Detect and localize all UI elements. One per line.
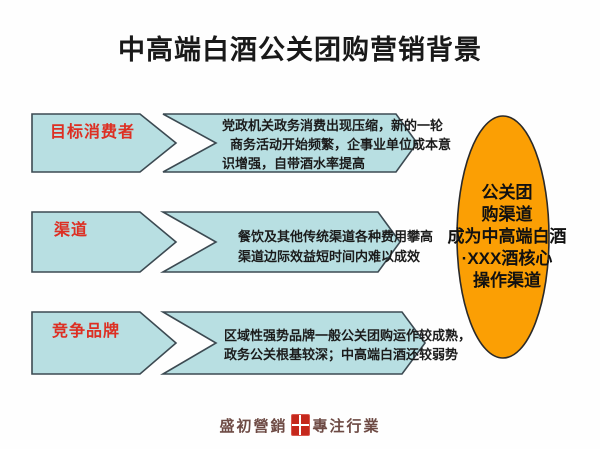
conclusion-line: ·XXX酒核心 [461, 249, 553, 268]
conclusion-line: 操作渠道 [473, 271, 541, 290]
row1-body-line: 商务活动开始频繁，企事业单位成本意 [230, 137, 452, 152]
conclusion-line: 成为中高端白酒 [447, 227, 567, 246]
row1-label: 目标消费者 [50, 124, 136, 141]
footer-brand-left: 盛初營銷 [219, 417, 288, 435]
row2-label-arrow-shape [31, 211, 178, 273]
row3-body-line: 区域性强势品牌一般公关团购运作较成熟， [224, 328, 472, 343]
conclusion-line: 购渠道 [481, 205, 533, 224]
footer-brand-right: 專注行業 [312, 417, 381, 435]
row1-body-arrow-shape [162, 113, 418, 173]
conclusion-text: 公关团 购渠道 成为中高端白酒 ·XXX酒核心 操作渠道 [407, 182, 600, 292]
row3-body-line: 政务公关根基较深；中高端白酒还较弱势 [224, 347, 459, 362]
conclusion-line: 公关团 [481, 183, 533, 202]
company-seal-icon [290, 414, 310, 436]
row3-body-arrow-shape [160, 311, 426, 375]
row3-body-text: 区域性强势品牌一般公关团购运作较成熟， 政务公关根基较深；中高端白酒还较弱势 [224, 326, 471, 364]
row1-body-text: 党政机关政务消费出现压缩，新的一轮 商务活动开始频繁，企事业单位成本意 识增强，… [222, 116, 451, 173]
row2-body-line: 渠道边际效益短时间内难以成效 [238, 249, 421, 264]
conclusion-ellipse-shape [456, 115, 550, 359]
row3-label-arrow-shape [31, 311, 178, 375]
row1-label-arrow-shape [31, 113, 178, 173]
row2-label: 渠道 [54, 222, 89, 239]
slide-title: 中高端白酒公关团购营销背景 [118, 35, 482, 65]
row2-body-text: 餐饮及其他传统渠道各种费用攀高 渠道边际效益短时间内难以成效 [238, 227, 433, 267]
footer-watermark: 盛初營銷 專注行業 [0, 409, 600, 441]
row3-label: 竞争品牌 [52, 323, 121, 340]
row2-body-arrow-shape [159, 211, 401, 273]
row1-body-line: 党政机关政务消费出现压缩，新的一轮 [222, 118, 444, 133]
row1-body-line: 识增强，自带酒水率提高 [222, 156, 366, 171]
row2-body-line: 餐饮及其他传统渠道各种费用攀高 [238, 229, 434, 244]
